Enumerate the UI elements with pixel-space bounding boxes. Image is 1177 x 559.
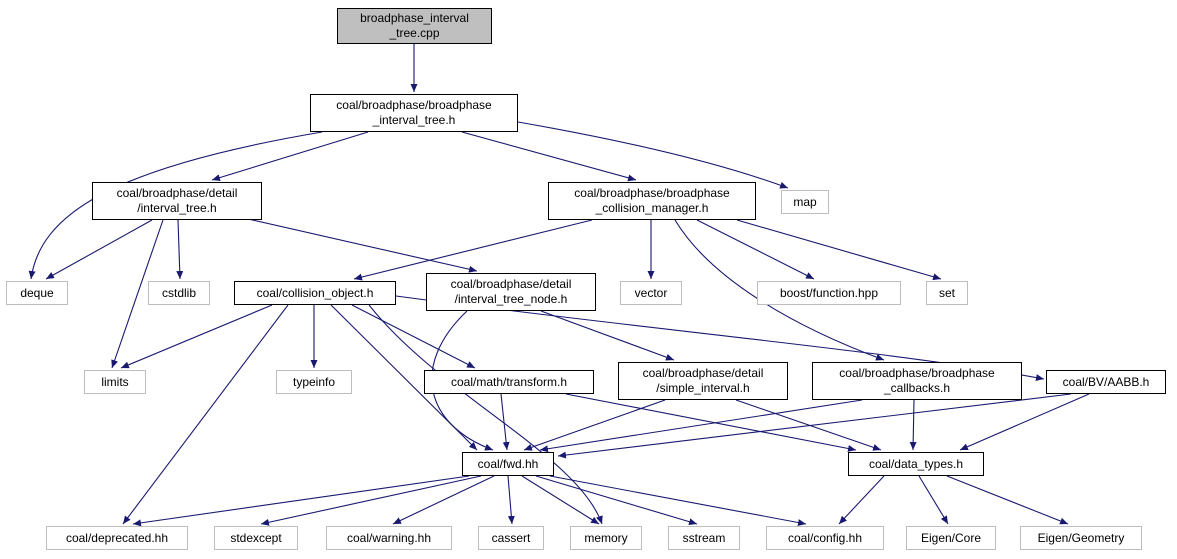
node-warning: coal/warning.hh: [326, 526, 452, 550]
node-eigengeom: Eigen/Geometry: [1020, 526, 1142, 550]
edge-itree-deque: [45, 219, 153, 280]
edge-dtypes-eigencore: [918, 475, 949, 525]
node-memory: memory: [570, 526, 642, 550]
edge-itree-itnode: [247, 218, 478, 273]
node-label: broadphase_interval _tree.cpp: [360, 11, 469, 40]
edge-dtypes-eigengeom: [946, 475, 1069, 525]
edge-mgr-set: [736, 219, 942, 281]
edge-aabb-fwd: [557, 393, 1072, 459]
node-label: coal/data_types.h: [868, 456, 964, 471]
node-label: coal/collision_object.h: [256, 285, 374, 300]
node-label: sstream: [682, 530, 726, 545]
node-label: coal/broadphase/detail /interval_tree.h: [116, 186, 238, 215]
edge-cobj-transform: [351, 304, 476, 369]
node-eigencore: Eigen/Core: [906, 526, 996, 550]
node-typeinfo: typeinfo: [276, 370, 352, 394]
node-label: map: [793, 194, 817, 209]
node-map: map: [781, 190, 829, 214]
edge-callbacks-fwd: [539, 399, 863, 453]
node-deprecated: coal/deprecated.hh: [46, 526, 188, 550]
node-cpp: broadphase_interval _tree.cpp: [337, 8, 492, 44]
edge-fwd-sstream: [535, 475, 698, 526]
node-label: typeinfo: [292, 374, 336, 389]
node-label: coal/broadphase/detail /simple_interval.…: [642, 366, 764, 395]
node-transform[interactable]: coal/math/transform.h: [424, 370, 594, 394]
node-vector: vector: [620, 281, 682, 305]
node-label: set: [938, 285, 955, 300]
node-cobj[interactable]: coal/collision_object.h: [234, 281, 396, 305]
node-label: coal/deprecated.hh: [65, 530, 169, 545]
node-label: coal/math/transform.h: [450, 374, 568, 389]
edge-bit_h-mgr: [461, 131, 637, 182]
node-mgr[interactable]: coal/broadphase/broadphase _collision_ma…: [548, 182, 756, 220]
node-bit-h[interactable]: coal/broadphase/broadphase _interval_tre…: [310, 94, 518, 132]
node-label: coal/BV/AABB.h: [1062, 374, 1150, 389]
node-label: cassert: [491, 530, 531, 545]
node-itnode[interactable]: coal/broadphase/detail /interval_tree_no…: [426, 273, 596, 311]
node-label: coal/broadphase/broadphase _collision_ma…: [574, 186, 730, 215]
edge-cobj-limits: [120, 304, 273, 369]
edge-simple-dtypes: [735, 399, 882, 451]
edge-transform-fwd: [500, 393, 510, 451]
edge-bit_h-map: [517, 121, 789, 189]
node-label: cstdlib: [161, 285, 196, 300]
edge-simple-fwd: [523, 399, 666, 451]
node-cstdlib: cstdlib: [148, 281, 210, 305]
edge-fwd-memory: [521, 475, 600, 525]
edge-fwd-deprecated: [132, 475, 470, 527]
node-boost: boost/function.hpp: [757, 281, 901, 305]
node-label: memory: [584, 530, 628, 545]
node-label: coal/broadphase/broadphase _interval_tre…: [336, 98, 492, 127]
node-label: coal/broadphase/detail /interval_tree_no…: [450, 277, 572, 306]
node-config: coal/config.hh: [766, 526, 884, 550]
edge-fwd-stdexcept: [260, 475, 482, 526]
edge-itree-limits: [111, 219, 164, 369]
node-aabb[interactable]: coal/BV/AABB.h: [1046, 370, 1166, 394]
edge-fwd-warning: [392, 475, 495, 525]
node-label: deque: [20, 285, 54, 300]
edge-aabb-dtypes: [959, 393, 1090, 451]
node-label: stdexcept: [230, 530, 282, 545]
node-fwd[interactable]: coal/fwd.hh: [462, 452, 554, 476]
edge-itnode-simple: [540, 310, 675, 361]
node-label: coal/warning.hh: [346, 530, 432, 545]
node-label: boost/function.hpp: [779, 285, 879, 300]
node-label: limits: [101, 374, 129, 389]
edge-mgr-boost: [696, 219, 815, 280]
edge-cobj-memory: [368, 304, 603, 525]
node-label: Eigen/Core: [920, 530, 982, 545]
edge-fwd-config: [549, 475, 807, 526]
node-label: vector: [634, 285, 668, 300]
edge-transform-dtypes: [565, 393, 857, 452]
node-simple[interactable]: coal/broadphase/detail /simple_interval.…: [618, 362, 788, 400]
node-cassert: cassert: [478, 526, 544, 550]
edge-fwd-cassert: [507, 475, 515, 525]
node-set: set: [926, 281, 968, 305]
node-label: coal/broadphase/broadphase _callbacks.h: [839, 366, 995, 395]
node-label: coal/config.hh: [787, 530, 863, 545]
edge-callbacks-dtypes: [909, 399, 917, 451]
edge-dtypes-config: [838, 475, 885, 525]
edge-cobj-deprecated: [122, 304, 289, 525]
node-sstream: sstream: [668, 526, 740, 550]
node-callbacks[interactable]: coal/broadphase/broadphase _callbacks.h: [812, 362, 1022, 400]
edge-bit_h-itree: [211, 131, 369, 181]
node-dtypes[interactable]: coal/data_types.h: [848, 452, 984, 476]
edge-itree-cstdlib: [176, 219, 184, 280]
node-limits: limits: [84, 370, 146, 394]
node-deque: deque: [6, 281, 68, 305]
node-label: coal/fwd.hh: [477, 456, 539, 471]
edge-mgr-cobj: [353, 219, 593, 281]
node-itree[interactable]: coal/broadphase/detail /interval_tree.h: [92, 182, 262, 220]
node-stdexcept: stdexcept: [214, 526, 298, 550]
node-label: Eigen/Geometry: [1037, 530, 1125, 545]
